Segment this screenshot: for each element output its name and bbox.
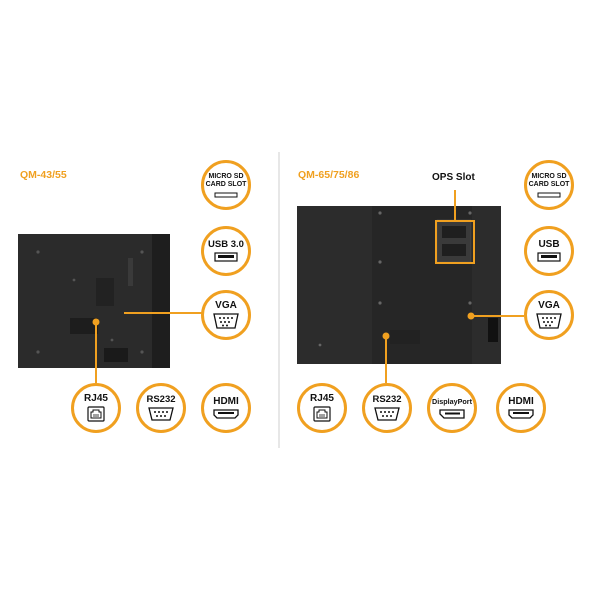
left-model-label: QM-43/55 [20,169,67,181]
micro-sd-slot-icon [537,192,561,197]
vga-port-icon [213,312,239,329]
port-label: HDMI [508,395,534,407]
right-vga-port: VGA [524,290,574,340]
right-rs232-port: RS232 [362,383,412,433]
right-usb-port: USB [524,226,574,276]
rj45-port-icon [313,405,331,422]
port-label: DisplayPort [432,396,472,406]
hdmi-port-icon [508,408,534,419]
port-label: RS232 [372,393,402,405]
left-display-rear-panel [18,234,170,368]
port-label: MICRO SD CARD SLOT [528,172,570,188]
port-label: MICRO SD CARD SLOT [205,172,247,188]
port-label: USB [538,238,560,250]
right-connector-lines [385,190,524,383]
rj45-port-icon [87,405,105,422]
port-label: RS232 [146,393,176,405]
left-hdmi-port: HDMI [201,383,251,433]
port-label: USB 3.0 [208,238,244,250]
usb-port-icon [537,251,561,262]
left-connector-lines [95,312,204,383]
port-label: RJ45 [84,392,108,404]
ops-slot-label: OPS Slot [432,172,475,183]
port-label: HDMI [213,395,239,407]
port-label: VGA [215,299,237,311]
right-displayport-port: DisplayPort [427,383,477,433]
left-usb-port: USB 3.0 [201,226,251,276]
rs232-port-icon [374,406,400,421]
displayport-port-icon [439,408,465,419]
right-micro-sd-port: MICRO SD CARD SLOT [524,160,574,210]
left-vga-port: VGA [201,290,251,340]
left-rs232-port: RS232 [136,383,186,433]
usb-port-icon [214,251,238,262]
port-label: RJ45 [310,392,334,404]
right-hdmi-port: HDMI [496,383,546,433]
port-label: VGA [538,299,560,311]
right-display-rear-panel [297,206,501,364]
rs232-port-icon [148,406,174,421]
hdmi-port-icon [213,408,239,419]
left-micro-sd-port: MICRO SD CARD SLOT [201,160,251,210]
right-model-label: QM-65/75/86 [298,169,360,181]
left-rj45-port: RJ45 [71,383,121,433]
right-rj45-port: RJ45 [297,383,347,433]
micro-sd-slot-icon [214,192,238,197]
vga-port-icon [536,312,562,329]
